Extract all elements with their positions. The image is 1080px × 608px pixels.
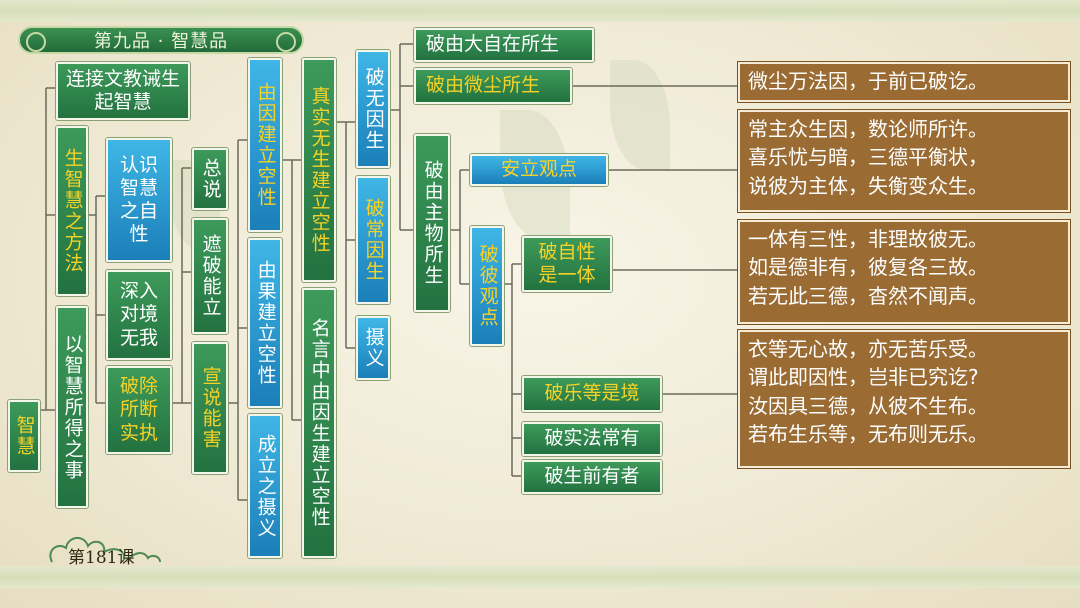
node-establish-summary: 成立之摄义 [248,414,282,558]
verse-line: 一体有三性，非理故彼无。 [748,227,988,251]
cloud-ornament [49,537,161,563]
chapter-title: 第九品 · 智慧品 [18,26,304,54]
node-deep-nonself: 深入对境无我 [106,270,172,360]
node-wisdom-method: 生智慧之方法 [56,126,88,296]
top-decor-band [0,0,1080,22]
verse-line: 衣等无心故，亦无苦乐受。 [748,337,988,361]
verse-line: 汝因具三德，从彼不生布。 [748,393,988,418]
node-effect-emptiness: 由果建立空性 [248,238,282,408]
verse-line: 谓此即因性，岂非已究讫? [748,365,979,390]
node-wisdom-result: 以智慧所得之事 [56,306,88,508]
node-general: 总说 [192,148,228,210]
node-refute-ishvara: 破由大自在所生 [414,28,594,62]
node-refute-nature-one: 破自性是一体 [522,236,612,292]
node-root-wisdom: 智慧 [8,400,40,472]
bottom-decor-band [0,566,1080,588]
node-refute-pleasure-object: 破乐等是境 [522,376,662,412]
verse-line: 喜乐忧与暗，三德平衡状， [748,145,988,170]
node-summary: 摄义 [356,316,390,380]
verse-box-nature: 一体有三性，非理故彼无。 如是德非有，彼复各三故。 若无此三德，杳然不闻声。 [738,220,1070,324]
node-cause-emptiness: 由因建立空性 [248,58,282,232]
node-refute-permanent-real: 破实法常有 [522,422,662,456]
node-refute-noncause: 破无因生 [356,50,390,168]
node-refute-preexisting: 破生前有者 [522,460,662,494]
node-refute-atoms: 破由微尘所生 [414,68,572,104]
verse-line: 若布生乐等，无布则无乐。 [748,422,988,447]
node-refute-proof: 遮破能立 [192,218,228,334]
verse-line: 若无此三德，杳然不闻声。 [748,283,988,308]
node-break-clinging: 破除所断实执 [106,366,172,454]
verse-line: 微尘万法因，于前已破讫。 [748,69,988,93]
verse-box-pleasure: 衣等无心故，亦无苦乐受。 谓此即因性，岂非已究讫? 汝因具三德，从彼不生布。 若… [738,330,1070,468]
node-know-wisdom: 认识智慧之自性 [106,138,172,262]
verse-box-atoms: 微尘万法因，于前已破讫。 [738,62,1070,102]
node-show-harm: 宣说能害 [192,342,228,474]
node-refute-view: 破彼观点 [470,226,504,346]
verse-line: 说彼为主体，失衡变众生。 [748,173,988,198]
verse-line: 常主众生因，数论师所许。 [748,117,988,141]
node-establish-view: 安立观点 [470,154,608,186]
node-true-nonarising: 真实无生建立空性 [302,58,336,282]
verse-box-view: 常主众生因，数论师所许。 喜乐忧与暗，三德平衡状， 说彼为主体，失衡变众生。 [738,110,1070,212]
node-refute-permanent-cause: 破常因生 [356,176,390,304]
node-link-teaching: 连接文教诫生起智慧 [56,62,190,120]
node-conventional-cause: 名言中由因生建立空性 [302,288,336,558]
node-refute-prakriti: 破由主物所生 [414,134,450,312]
verse-line: 如是德非有，彼复各三故。 [748,255,988,280]
lesson-number: 第181课 [68,548,135,568]
